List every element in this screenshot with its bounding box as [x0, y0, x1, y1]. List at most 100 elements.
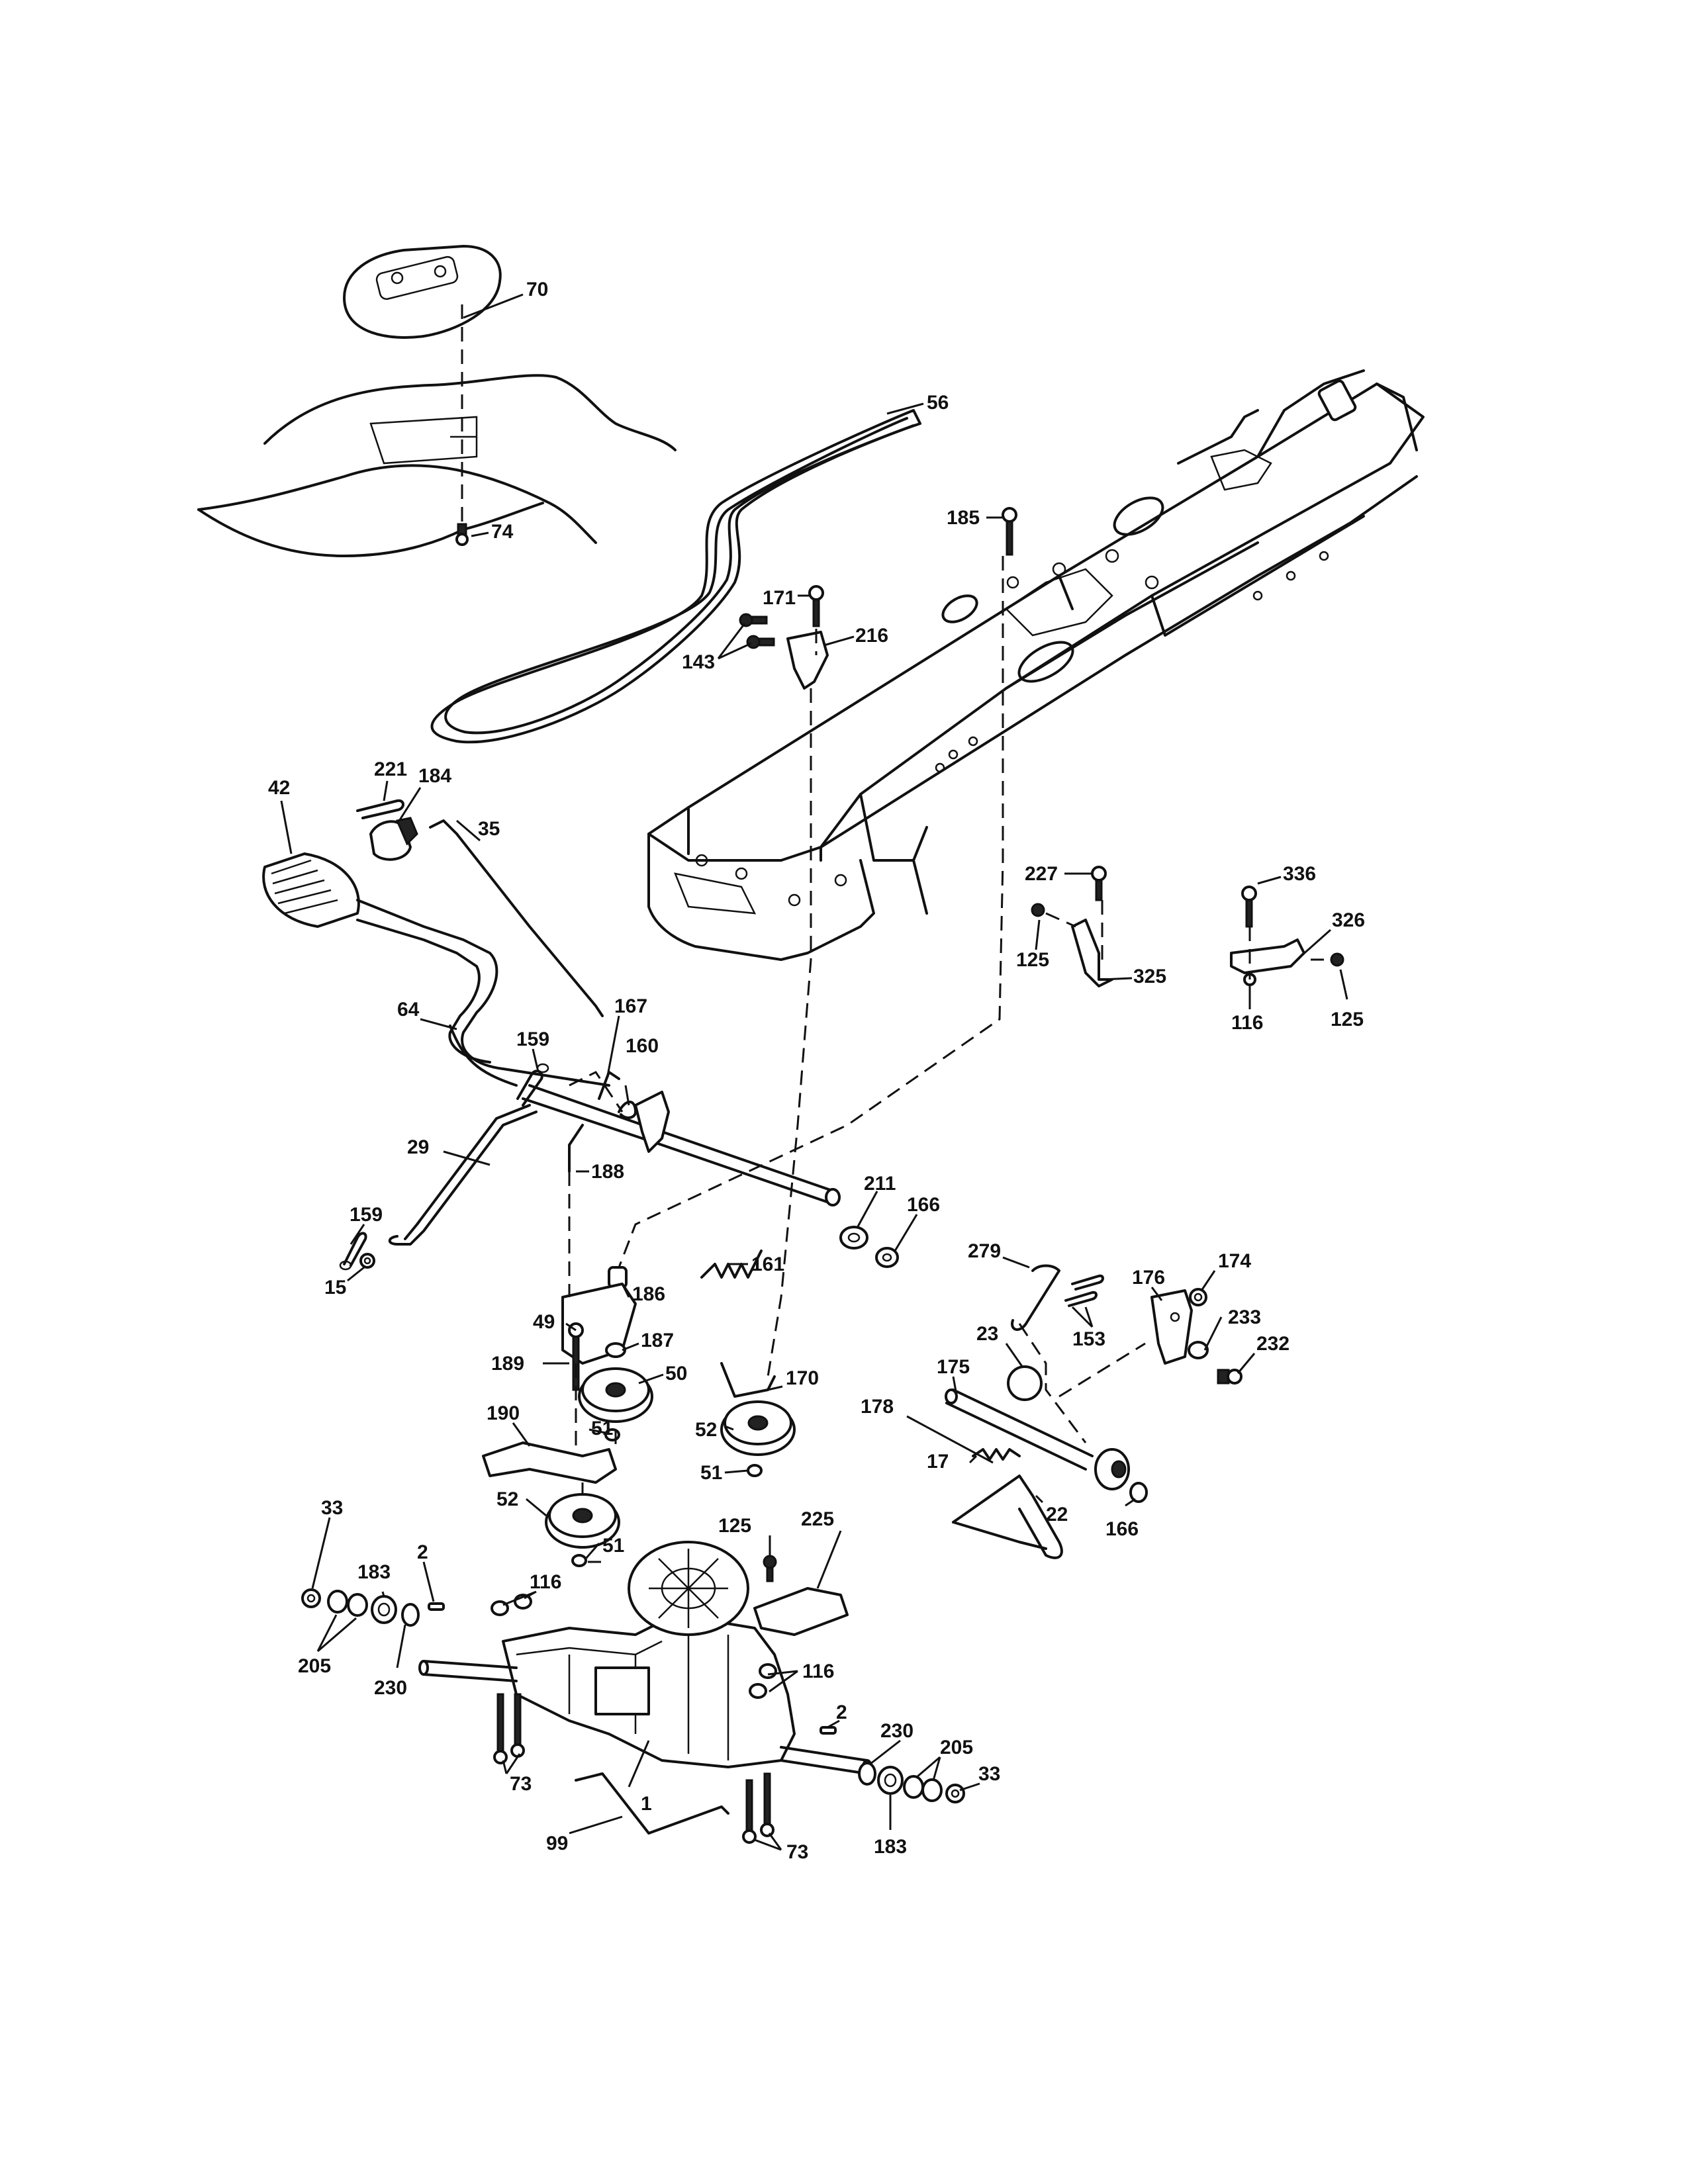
callout-17: 17	[927, 1451, 949, 1473]
callout-176: 176	[1132, 1267, 1165, 1289]
callout-74: 74	[491, 521, 514, 543]
callout-49: 49	[533, 1311, 555, 1333]
callout-171: 171	[763, 587, 796, 609]
clips-part-153	[1064, 1274, 1104, 1307]
pedal-rod-part-64	[356, 899, 610, 1087]
spring-clip-part-160	[618, 1101, 637, 1119]
callout-70: 70	[526, 279, 548, 300]
callout-15: 15	[324, 1277, 346, 1298]
washer-part-187	[605, 1342, 626, 1358]
callout-211: 211	[864, 1173, 896, 1195]
callout-51-b: 51	[700, 1462, 722, 1484]
knob-part-184	[369, 817, 418, 861]
bolt-part-227	[1091, 866, 1107, 901]
callout-51-a: 51	[591, 1418, 613, 1439]
bolt-part-185	[1002, 507, 1017, 556]
callout-216: 216	[855, 625, 888, 647]
washer-part-233	[1188, 1341, 1209, 1359]
callout-221: 221	[374, 758, 407, 780]
washer-part-15	[359, 1253, 375, 1269]
callout-188: 188	[591, 1161, 624, 1183]
callout-205-a: 205	[298, 1655, 331, 1677]
callout-153: 153	[1072, 1328, 1105, 1350]
idler-arm-part-190	[482, 1441, 617, 1484]
bolt-part-171	[808, 585, 824, 627]
callout-2-b: 2	[836, 1702, 847, 1723]
bracket-part-326	[1230, 938, 1305, 974]
callout-233: 233	[1228, 1306, 1261, 1328]
rod-part-188	[568, 1124, 584, 1173]
callout-116-c: 116	[802, 1661, 834, 1682]
callout-51-c: 51	[602, 1535, 624, 1557]
nut-part-51-lower	[571, 1554, 587, 1567]
callout-190: 190	[487, 1402, 520, 1424]
callout-50: 50	[665, 1363, 687, 1385]
callout-230-a: 230	[374, 1677, 407, 1699]
key-part-2-right	[820, 1726, 837, 1735]
callout-73-a: 73	[510, 1773, 532, 1795]
callout-232: 232	[1256, 1333, 1289, 1355]
transaxle-part-1	[502, 1541, 796, 1768]
brake-bracket	[634, 1091, 670, 1153]
brake-shaft-part-175	[945, 1388, 1094, 1471]
callout-230-b: 230	[880, 1720, 914, 1742]
callout-175: 175	[937, 1356, 970, 1378]
callout-42: 42	[268, 777, 290, 799]
alignment-lines	[461, 304, 1324, 1496]
callout-35: 35	[478, 818, 500, 840]
bolt-part-336	[1241, 886, 1257, 928]
hood-body	[197, 374, 677, 557]
callout-160: 160	[626, 1035, 659, 1057]
key-part-2-left	[428, 1602, 445, 1611]
bushing-part-183-right	[877, 1766, 904, 1795]
callout-178: 178	[861, 1396, 894, 1418]
washers-part-205-left	[327, 1590, 368, 1617]
axle-right	[780, 1746, 872, 1775]
callout-189: 189	[491, 1353, 524, 1375]
callout-187: 187	[641, 1330, 674, 1351]
callout-174: 174	[1218, 1250, 1251, 1272]
bracket-part-176	[1150, 1289, 1193, 1365]
chassis-frame	[647, 369, 1425, 961]
rod-part-29	[388, 1104, 538, 1246]
washer-part-174	[1189, 1288, 1207, 1306]
callout-1: 1	[641, 1793, 652, 1815]
screws-part-143	[739, 613, 775, 649]
brake-arm-part-22	[952, 1475, 1063, 1559]
axle-left	[418, 1660, 518, 1682]
callout-166-b: 166	[1105, 1518, 1139, 1540]
callout-116-a: 116	[1231, 1012, 1263, 1034]
callout-159-b: 159	[350, 1204, 383, 1226]
callout-52-b: 52	[496, 1488, 518, 1510]
callout-183-a: 183	[357, 1561, 391, 1583]
ball-part-23	[1007, 1365, 1043, 1401]
callout-116-b: 116	[530, 1571, 561, 1593]
pin-part-159-lower	[339, 1232, 367, 1271]
callout-labels: 70 56 74 185 171 216 143 221 184 42 35 2…	[268, 279, 1365, 1863]
screw-part-125-lower	[763, 1555, 777, 1582]
callout-125-a: 125	[1016, 949, 1049, 971]
bracket-part-325	[1071, 919, 1113, 987]
spring-part-17	[972, 1448, 1021, 1461]
leader-lines	[280, 293, 1348, 1851]
washers-part-205-right	[903, 1775, 943, 1802]
callout-125-b: 125	[1331, 1009, 1364, 1030]
callout-2-a: 2	[417, 1541, 428, 1563]
callout-184: 184	[418, 765, 451, 787]
spring-part-161	[700, 1250, 763, 1279]
rod-part-279	[1011, 1264, 1060, 1331]
drive-belt-part-56	[430, 409, 921, 744]
callout-166-a: 166	[907, 1194, 940, 1216]
pulley-part-52-middle	[720, 1400, 796, 1456]
washer-part-230-right	[858, 1762, 876, 1786]
retaining-ring-part-33-left	[301, 1588, 321, 1608]
callout-225: 225	[801, 1508, 834, 1530]
callout-125-c: 125	[718, 1515, 751, 1537]
callout-170: 170	[786, 1367, 819, 1389]
screw-part-74	[455, 523, 469, 546]
callout-22: 22	[1046, 1504, 1068, 1525]
callout-167: 167	[614, 995, 647, 1017]
pin-part-221	[356, 799, 404, 819]
callout-279: 279	[968, 1240, 1001, 1262]
